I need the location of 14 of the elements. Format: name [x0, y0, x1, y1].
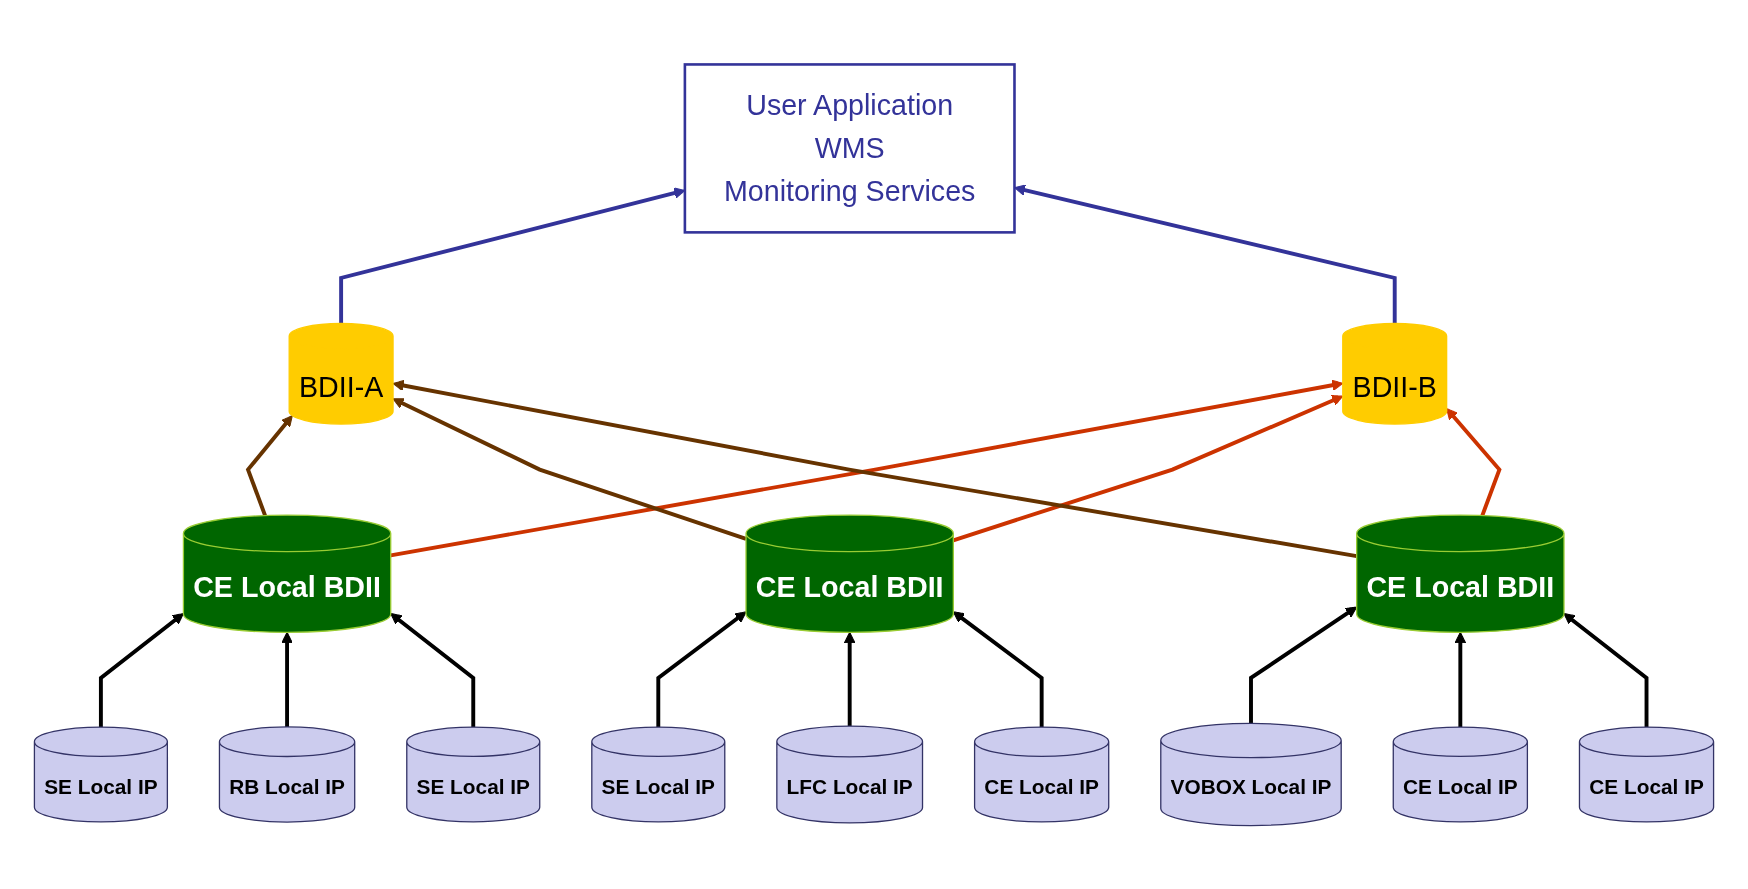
arrow: [1563, 612, 1649, 727]
arrow: [843, 631, 856, 726]
arrow: [952, 394, 1344, 542]
arrow: [390, 612, 476, 727]
arrow: [98, 612, 184, 727]
node-box: User Application WMS Monitoring Services: [683, 62, 1016, 234]
arrow: [656, 610, 747, 727]
arrow: [392, 397, 747, 541]
arrow: [1249, 606, 1358, 723]
arrow: [281, 631, 293, 727]
arrow: [952, 610, 1044, 727]
arrow: [245, 414, 293, 516]
arrow: [1446, 407, 1502, 516]
arrow: [1454, 631, 1467, 727]
